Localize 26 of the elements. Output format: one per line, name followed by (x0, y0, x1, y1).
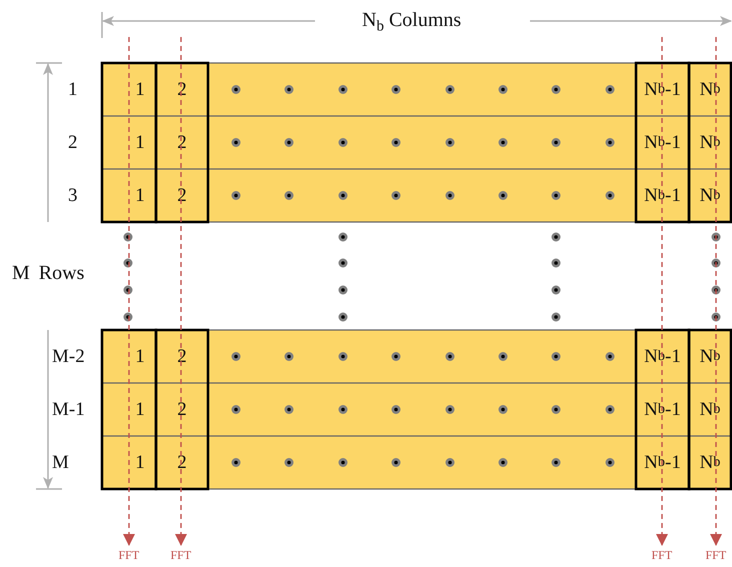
row-label: M-1 (52, 398, 85, 422)
matrix-cell: 1 (102, 63, 156, 116)
arrow (656, 37, 668, 546)
row-label: 2 (68, 130, 78, 154)
matrix-cell: 1 (102, 436, 156, 489)
matrix-cell: 2 (156, 383, 208, 436)
fft-label: FFT (652, 548, 672, 563)
row-label: M-2 (52, 344, 85, 368)
arrow (123, 37, 135, 546)
matrix-cell: 2 (156, 169, 208, 222)
column-count-label: N$_{b}$ Columns (362, 9, 462, 36)
matrix-cell: 2 (156, 330, 208, 383)
arrow (175, 37, 187, 546)
matrix-cell: 1 (102, 330, 156, 383)
row-label: 3 (68, 184, 78, 208)
fft-label: FFT (170, 548, 192, 563)
row-label: M (52, 450, 69, 474)
row-count-label: M Rows (12, 262, 84, 285)
matrix-cell: 2 (156, 436, 208, 489)
matrix-cell: 1 (102, 169, 156, 222)
fft-label: FFT (706, 548, 726, 563)
fft-label: FFT (118, 548, 140, 563)
arrow (710, 37, 722, 546)
matrix-cell: 1 (102, 383, 156, 436)
row-label: 1 (68, 78, 78, 102)
matrix-cell: 1 (102, 116, 156, 169)
